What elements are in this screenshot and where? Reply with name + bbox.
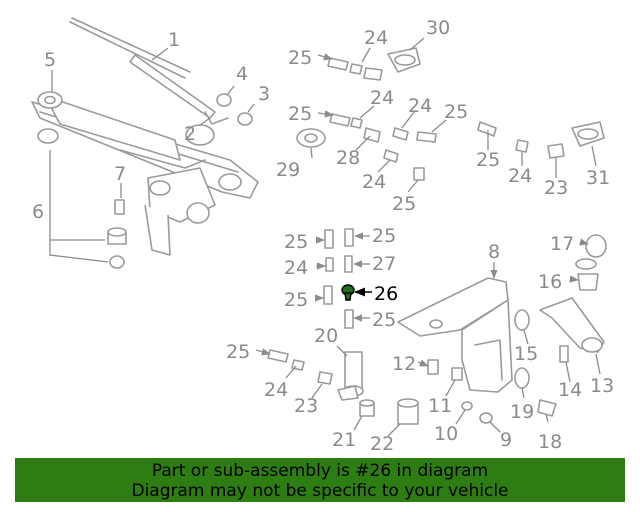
callout-31: 31 xyxy=(586,167,610,189)
callout-24: 24 xyxy=(508,165,532,187)
callout-10: 10 xyxy=(434,423,458,445)
wiper-motor xyxy=(144,167,216,256)
callout-24: 24 xyxy=(364,27,388,49)
callout-29: 29 xyxy=(276,159,300,181)
wiper-linkage-frame xyxy=(31,91,259,199)
seal-ring-15 xyxy=(514,309,530,331)
nut-11 xyxy=(451,367,463,381)
filler-grommet xyxy=(577,273,599,291)
callout-5: 5 xyxy=(44,49,56,71)
hose-lower-left xyxy=(267,349,289,363)
callout-13: 13 xyxy=(590,375,614,397)
washer-pump xyxy=(337,351,364,401)
callout-24: 24 xyxy=(370,87,394,109)
callout-1: 1 xyxy=(168,29,180,51)
callout-15: 15 xyxy=(514,343,538,365)
hose-connectors-upper xyxy=(296,47,437,181)
callout-24: 24 xyxy=(362,171,386,193)
bolt-part xyxy=(114,199,125,215)
callout-27: 27 xyxy=(372,253,396,275)
callout-9: 9 xyxy=(500,429,512,451)
washer-reservoir xyxy=(397,277,513,393)
filler-seal xyxy=(575,258,597,270)
nut-part xyxy=(216,93,232,107)
grommet-22-top xyxy=(397,398,419,408)
check-valve-lower xyxy=(317,371,333,385)
callout-20: 20 xyxy=(314,325,338,347)
callout-19: 19 xyxy=(510,401,534,423)
info-banner: Part or sub-assembly is #26 in diagram D… xyxy=(15,458,625,502)
callout-25: 25 xyxy=(392,193,416,215)
banner-line-2: Diagram may not be specific to your vehi… xyxy=(131,481,509,501)
callout-25: 25 xyxy=(476,149,500,171)
callout-2: 2 xyxy=(184,123,196,145)
washer-9 xyxy=(479,412,493,424)
callout-23: 23 xyxy=(544,177,568,199)
callout-6: 6 xyxy=(32,201,44,223)
callout-8: 8 xyxy=(488,241,500,263)
wiper-arm xyxy=(69,17,229,125)
highlighted-part-26 xyxy=(341,284,355,301)
grommet-21-top xyxy=(359,399,375,407)
clip-part-14 xyxy=(559,345,569,363)
bolt-12 xyxy=(427,359,439,375)
washer-part xyxy=(237,112,253,126)
filler-cap xyxy=(585,234,607,258)
callout-25: 25 xyxy=(372,225,396,247)
callout-24: 24 xyxy=(264,379,288,401)
callout-16: 16 xyxy=(538,271,562,293)
hose-connectors-right xyxy=(477,121,605,159)
callout-30: 30 xyxy=(426,17,450,39)
callout-25: 25 xyxy=(226,341,250,363)
callout-24: 24 xyxy=(408,95,432,117)
nut-part-lower xyxy=(109,255,125,269)
callout-3: 3 xyxy=(258,83,270,105)
leader-6 xyxy=(49,150,109,263)
callout-25: 25 xyxy=(288,103,312,125)
seal-ring-19 xyxy=(514,367,530,389)
callout-26: 26 xyxy=(374,283,398,305)
washer-10 xyxy=(461,401,473,411)
callout-25: 25 xyxy=(372,309,396,331)
callout-25: 25 xyxy=(288,47,312,69)
callout-25: 25 xyxy=(284,289,308,311)
callout-labels: 1 2 3 4 5 6 7 8 10 11 12 13 14 15 16 17 … xyxy=(32,17,614,455)
callout-25: 25 xyxy=(284,231,308,253)
callout-7: 7 xyxy=(114,163,126,185)
callout-24: 24 xyxy=(284,257,308,279)
callout-12: 12 xyxy=(392,353,416,375)
leader-lines xyxy=(51,37,601,437)
hose-column xyxy=(323,228,354,329)
callout-14: 14 xyxy=(558,379,582,401)
callout-28: 28 xyxy=(336,147,360,169)
grommet-part xyxy=(37,128,59,144)
bushing-cap xyxy=(107,227,127,237)
callout-25: 25 xyxy=(444,101,468,123)
banner-line-1: Part or sub-assembly is #26 in diagram xyxy=(151,461,489,481)
level-sensor xyxy=(537,399,557,417)
callout-11: 11 xyxy=(428,395,452,417)
callout-23: 23 xyxy=(294,395,318,417)
callout-22: 22 xyxy=(370,433,394,455)
callout-4: 4 xyxy=(236,63,248,85)
callout-18: 18 xyxy=(538,431,562,453)
callout-21: 21 xyxy=(332,429,356,451)
callout-17: 17 xyxy=(550,233,574,255)
filler-neck xyxy=(539,297,605,353)
